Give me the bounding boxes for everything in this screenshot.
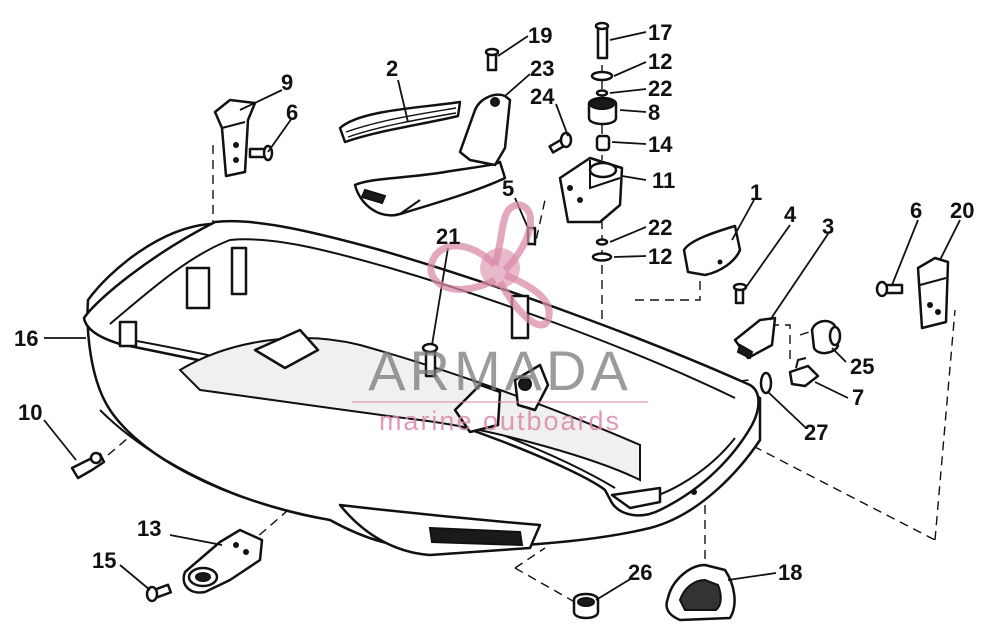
callout-27: 27 [804,420,828,445]
callout-21: 21 [436,224,460,249]
leader-lines [43,31,961,601]
screw-4 [732,282,748,305]
callout-19: 19 [528,23,552,48]
rear-support-bracket [353,93,512,217]
screw-24 [548,131,573,154]
left-hinge-bracket [213,98,257,178]
callout-8: 8 [648,100,660,125]
screw-10 [70,451,106,480]
callout-1: 1 [750,180,762,205]
callout-16: 16 [14,326,38,351]
hardware-stack [587,21,618,262]
callout-20: 20 [950,198,974,223]
callout-4: 4 [784,202,797,227]
screw-19 [484,47,500,72]
screw-6-left [248,144,274,162]
lower-motor-cover [82,219,762,557]
callout-22-bottom: 22 [648,215,672,240]
callout-15: 15 [92,548,116,573]
callout-14: 14 [648,132,673,157]
screw-21 [421,342,439,378]
right-hinge-bracket [916,256,950,330]
washer-27 [759,371,773,395]
clip [788,357,820,388]
callout-13: 13 [137,516,161,541]
front-cap [682,224,742,277]
callout-3: 3 [822,214,834,239]
gasket-seal [665,563,736,622]
watermark: ARMADA marine outboards [352,201,648,436]
callout-17: 17 [648,20,672,45]
callout-2: 2 [386,56,398,81]
rubber-bumper [810,319,842,355]
callout-5: 5 [502,176,514,201]
watermark-brand: ARMADA [368,339,632,402]
callout-12-bottom: 12 [648,244,672,269]
watermark-tagline: marine outboards [379,406,621,436]
grommet [572,592,600,620]
callout-23: 23 [530,56,554,81]
screw-15 [145,583,173,603]
callout-labels: 2 9 6 19 23 24 5 21 17 12 22 8 14 11 22 … [14,20,974,585]
seal-strip [338,100,462,144]
callout-6-left: 6 [286,100,298,125]
callout-10: 10 [18,400,42,425]
callout-26: 26 [628,560,652,585]
callout-6-right: 6 [910,198,922,223]
callout-22-top: 22 [648,76,672,101]
callout-12-top: 12 [648,49,672,74]
callout-9: 9 [281,70,293,95]
latch-bracket [558,156,624,224]
screw-6-right [875,280,904,298]
callout-7: 7 [852,385,864,410]
callout-24: 24 [530,84,555,109]
screws [70,47,904,603]
callout-25: 25 [850,354,874,379]
steering-bracket [182,528,264,594]
callout-18: 18 [778,560,802,585]
latch-assembly [733,316,777,360]
watermark-propeller-logo [427,201,553,329]
callout-11: 11 [652,168,675,193]
